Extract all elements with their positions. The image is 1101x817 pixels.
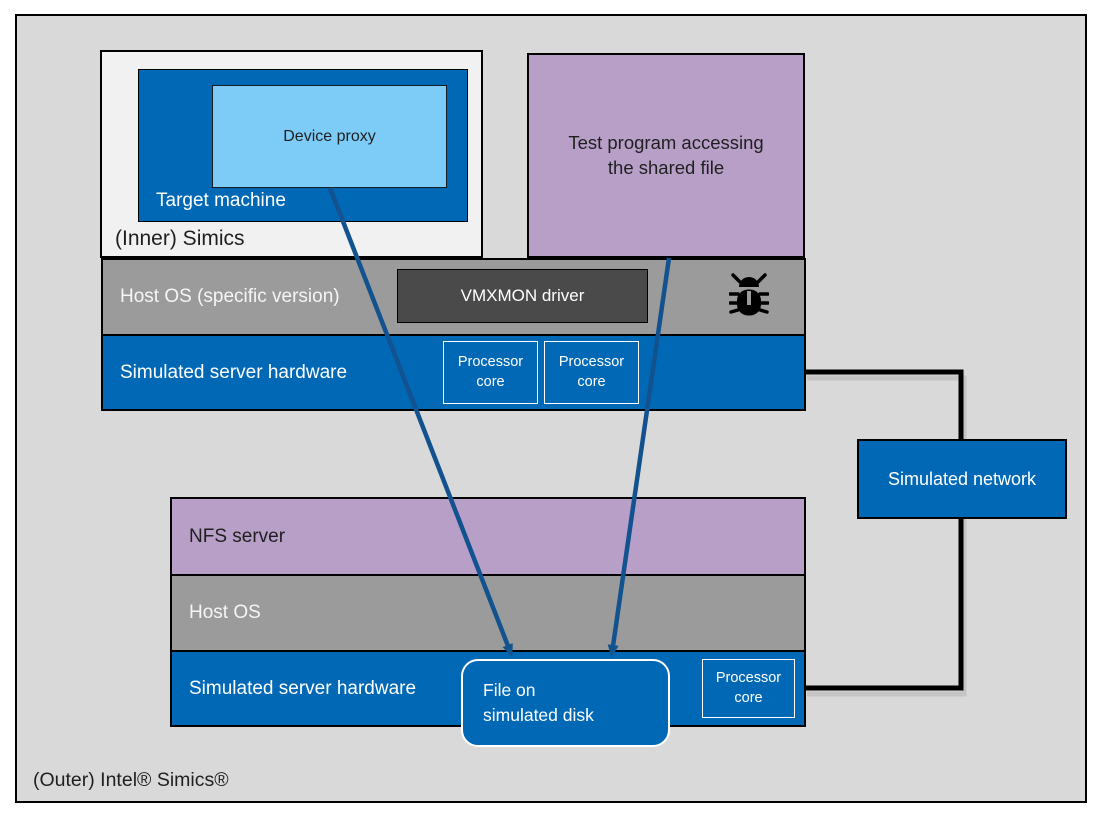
target-machine-label: Target machine [156, 190, 286, 211]
vmxmon-driver-box: VMXMON driver [397, 269, 648, 323]
processor-core-label-1: Processor core [457, 353, 524, 390]
bug-icon [729, 273, 769, 316]
host-os-lower-bar: Host OS [170, 574, 806, 652]
file-on-disk-label: File on simulated disk [483, 679, 594, 725]
host-os-upper-label: Host OS (specific version) [120, 286, 340, 307]
test-program-label: Test program accessing the shared file [568, 131, 764, 178]
nfs-server-label: NFS server [189, 525, 286, 547]
processor-core-label-2: Processor core [558, 353, 625, 390]
file-on-disk-box: File on simulated disk [461, 659, 670, 747]
vmxmon-driver-label: VMXMON driver [460, 286, 585, 305]
outer-simics-label: (Outer) Intel® Simics® [33, 769, 229, 791]
processor-core-label-3: Processor core [715, 669, 782, 706]
simulated-network-label: Simulated network [887, 468, 1037, 489]
server-hardware-upper-label: Simulated server hardware [120, 361, 348, 383]
diagram-frame: (Inner) Simics Target machine Device pro… [15, 14, 1087, 803]
inner-simics-label: (Inner) Simics [115, 227, 245, 250]
connector-shadow [807, 375, 967, 697]
device-proxy-box: Device proxy [212, 85, 447, 188]
device-proxy-label: Device proxy [283, 127, 376, 145]
processor-core-box-1: Processor core [443, 341, 538, 404]
simulated-network-box: Simulated network [857, 439, 1067, 519]
nfs-server-bar: NFS server [170, 497, 806, 576]
test-program-box: Test program accessing the shared file [527, 53, 805, 258]
connector-path [804, 369, 964, 691]
processor-core-box-2: Processor core [544, 341, 639, 404]
server-hardware-lower-label: Simulated server hardware [189, 677, 417, 699]
processor-core-box-3: Processor core [702, 659, 795, 718]
host-os-lower-label: Host OS [189, 602, 261, 623]
